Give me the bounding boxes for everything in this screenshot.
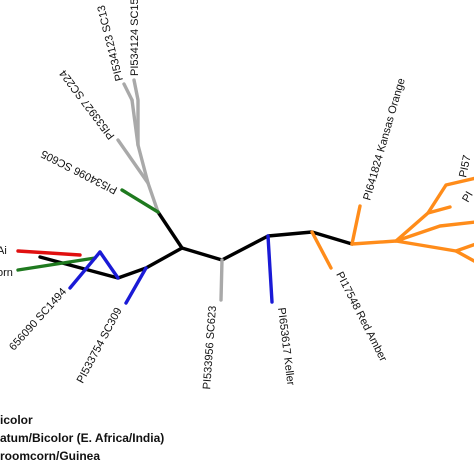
- orange-branch-upper: [426, 176, 474, 215]
- label-pi: PI: [460, 189, 474, 204]
- gray-branch-stem: [130, 98, 160, 214]
- leaf-labels: PI534124 SC15 PI534123 SC13 PI533927 SC2…: [0, 0, 474, 390]
- orange-branch-lower: [394, 220, 474, 243]
- legend-item-2: atum/Bicolor (E. Africa/India): [0, 431, 164, 445]
- blue-branch-sc1494-leaf: [68, 250, 102, 290]
- trunk-center-to-gray: [156, 210, 184, 250]
- label-orn: orn: [0, 267, 13, 279]
- label-keller: PI653617 Keller: [275, 307, 296, 386]
- legend-item-3: roomcorn/Guinea: [0, 449, 100, 463]
- trunk-center-to-left: [38, 246, 184, 280]
- label-sc13: PI534123 SC13: [95, 4, 125, 82]
- label-sc623: PI533956 SC623: [201, 305, 219, 389]
- label-sc224: PI533927 SC224: [57, 67, 117, 141]
- blue-branch-keller: [266, 234, 274, 304]
- label-pi57: PI57: [457, 154, 473, 179]
- blue-branches: [68, 234, 274, 305]
- orange-branch-kansas: [350, 204, 362, 246]
- orange-branch-bottom-2: [454, 242, 474, 253]
- green-branch-orn: [16, 256, 97, 272]
- orange-clade: [310, 176, 474, 270]
- red-branch-ai: [16, 249, 82, 257]
- label-sc309: PI533754 SC309: [75, 306, 125, 386]
- green-branches: [16, 188, 160, 272]
- label-sc1494: 656090 SC1494: [7, 286, 69, 353]
- gray-clade: [116, 78, 224, 302]
- orange-branch-main: [350, 205, 452, 246]
- legend: icolor atum/Bicolor (E. Africa/India) ro…: [0, 413, 164, 463]
- label-sc15: PI534124 SC15: [129, 0, 141, 76]
- label-sc605: PI534096 SC605: [39, 147, 119, 196]
- label-red-amber: PI17548 Red Amber: [333, 270, 389, 364]
- label-kansas: PI641824 Kansas Orange: [361, 77, 407, 202]
- orange-branch-bottom: [394, 239, 474, 263]
- gray-branch-sc15: [132, 78, 140, 147]
- blue-branch-sc1494: [98, 250, 120, 280]
- gray-branch-sc623: [219, 258, 224, 302]
- blue-branch-sc309: [124, 266, 148, 305]
- orange-branch-red-amber: [310, 230, 333, 270]
- label-ai: Ai: [0, 245, 7, 257]
- gray-branch-sc13: [122, 82, 134, 102]
- legend-item-1: icolor: [0, 413, 33, 427]
- gray-branch-sc224: [116, 138, 150, 185]
- green-branch-sc605: [120, 188, 160, 214]
